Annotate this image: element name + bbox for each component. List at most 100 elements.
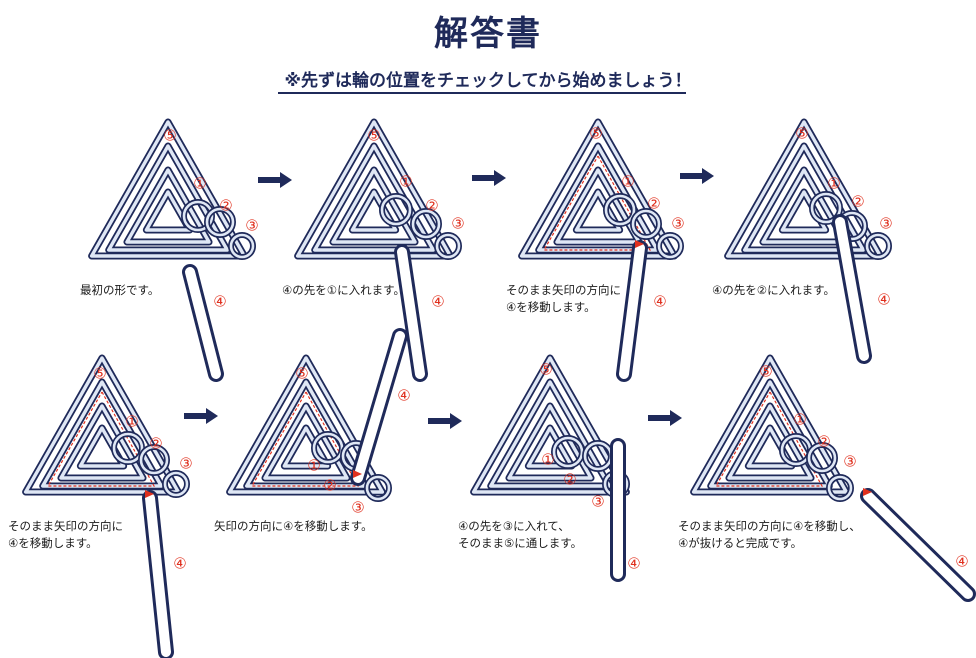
ring-label-r4: ④ <box>877 291 890 309</box>
ring-label-r1: ① <box>193 175 206 193</box>
wire-frame-inner <box>329 166 419 246</box>
ring-label-r1: ① <box>541 451 554 469</box>
wire-frame-inner <box>553 166 643 246</box>
ring-1 <box>551 435 585 469</box>
ring-label-r4: ④ <box>173 555 186 573</box>
caption-line: ④を移動します。 <box>506 300 596 314</box>
path-guide-line <box>714 391 824 487</box>
ring-label-r2: ② <box>647 195 660 213</box>
ring-label-r3: ③ <box>179 455 192 473</box>
next-arrow-icon <box>184 408 218 424</box>
stick-piece-4 <box>860 488 976 602</box>
direction-arrow-icon <box>353 470 362 478</box>
puzzle-diagram: ①②③ ④ ⑤ <box>518 118 685 382</box>
caption-line: ④の先を①に入れます。 <box>282 283 405 297</box>
ring-label-r4: ④ <box>431 293 444 311</box>
wire-frame-inner <box>261 402 351 482</box>
wire-frame-core <box>142 188 194 234</box>
ring-1 <box>311 431 345 465</box>
caption-line: ④が抜けると完成です。 <box>678 536 803 550</box>
wire-frame-inner <box>759 166 849 246</box>
stick-piece-4 <box>394 244 428 382</box>
ring-label-r2: ② <box>425 197 438 215</box>
ring-label-r1: ① <box>621 173 634 191</box>
ring-1 <box>603 193 637 227</box>
page-title: 解答書 <box>434 14 542 54</box>
stick-piece-4 <box>616 240 648 382</box>
ring-label-r3: ③ <box>843 453 856 471</box>
wire-frame-outer <box>22 354 182 496</box>
caption-line: そのまま矢印の方向に <box>8 519 123 533</box>
ring-label-r1: ① <box>307 457 320 475</box>
next-arrow-icon <box>258 172 292 188</box>
step-caption: ④の先を①に入れます。 <box>282 282 405 299</box>
wire-frame-inner <box>505 402 595 482</box>
ring-label-r5: ⑤ <box>589 125 602 143</box>
ring-label-r4: ④ <box>955 553 968 571</box>
ring-label-r2: ② <box>219 197 232 215</box>
ring-label-r1: ① <box>125 413 138 431</box>
ring-label-r5: ⑤ <box>759 363 772 381</box>
ring-label-r5: ⑤ <box>163 127 176 145</box>
stick-piece-4 <box>142 490 174 658</box>
ring-label-r4: ④ <box>627 555 640 573</box>
stick-piece-4 <box>832 214 872 364</box>
wire-frame-inner <box>57 402 147 482</box>
step-caption: そのまま矢印の方向に ④を移動します。 <box>506 282 621 316</box>
ring-label-r3: ③ <box>591 493 604 511</box>
wire-frame-middle <box>105 142 231 254</box>
ring-3 <box>864 232 892 260</box>
step-caption: 最初の形です。 <box>80 282 159 299</box>
wire-frame-middle <box>487 378 613 490</box>
step-caption: ④の先を③に入れて、そのまま⑤に通します。 <box>458 518 582 552</box>
path-guide-line <box>46 391 156 487</box>
ring-label-r3: ③ <box>671 215 684 233</box>
caption-line: そのまま矢印の方向に <box>506 283 621 297</box>
ring-label-r2: ② <box>149 435 162 453</box>
next-arrow-icon <box>680 168 714 184</box>
direction-arrow-icon <box>145 490 154 498</box>
wire-frame-outer <box>690 354 850 496</box>
ring-1 <box>111 431 145 465</box>
direction-arrow-icon <box>635 240 644 248</box>
ring-3 <box>228 232 256 260</box>
wire-frame-outer <box>518 118 678 260</box>
page-subtitle: ※先ずは輪の位置をチェックしてから始めましょう！ <box>284 71 692 91</box>
wire-frame-outer <box>294 118 454 260</box>
stick-piece-4 <box>350 328 408 486</box>
ring-label-r1: ① <box>793 411 806 429</box>
caption-line: ④の先を②に入れます。 <box>712 283 835 297</box>
path-guide-line <box>542 155 652 251</box>
step-caption: 矢印の方向に④を移動します。 <box>214 518 373 535</box>
caption-line: ④の先を③に入れて、 <box>458 519 570 533</box>
ring-label-r5: ⑤ <box>367 127 380 145</box>
stick-piece-4 <box>182 264 224 382</box>
wire-frame-outer <box>470 354 630 496</box>
step-caption: ④の先を②に入れます。 <box>712 282 835 299</box>
wire-frame-outer <box>88 118 248 260</box>
ring-label-r2: ② <box>563 471 576 489</box>
ring-2 <box>204 206 236 238</box>
wire-frame-core <box>524 424 576 470</box>
ring-label-r4: ④ <box>653 293 666 311</box>
wire-frame-inner <box>725 402 815 482</box>
next-arrow-icon <box>428 413 462 429</box>
ring-label-r3: ③ <box>351 499 364 517</box>
ring-label-r5: ⑤ <box>295 365 308 383</box>
ring-label-r3: ③ <box>451 215 464 233</box>
ring-2 <box>806 442 838 474</box>
caption-line: そのまま矢印の方向に④を移動し、 <box>678 519 861 533</box>
ring-label-r1: ① <box>399 173 412 191</box>
wire-frame-outer <box>724 118 884 260</box>
